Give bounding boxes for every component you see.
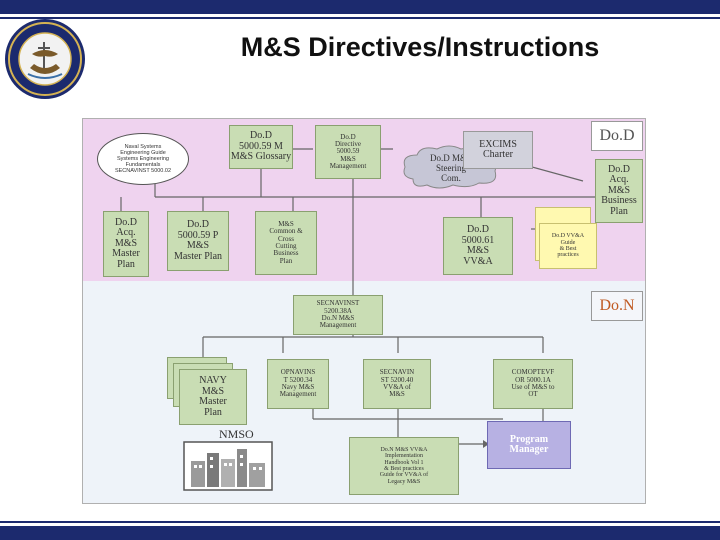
don-tag: Do.N: [591, 291, 643, 321]
dod-5000-61-box: Do.D 5000.61 M&S VV&A: [443, 217, 513, 275]
secnavin-5200-40-box: SECNAVIN ST 5200.40 VV&A of M&S: [363, 359, 431, 409]
bottom-bar: [0, 526, 720, 540]
don-vva-handbook-box: Do.N M&S VV&A Implementation Handbook Vo…: [349, 437, 459, 495]
secnavinst-box: SECNAVINST 5200.38A Do.N M&S Management: [293, 295, 383, 335]
connector-lines: [120, 148, 608, 448]
steering-com-label: Do.D M&S Steering Com.: [429, 153, 472, 183]
navy-seal-icon: [5, 19, 85, 99]
nmso-building-icon: [183, 441, 273, 491]
comoptevf-box: COMOPTEVF OR 5000.1A Use of M&S to OT: [493, 359, 573, 409]
nmso-label: NMSO: [219, 427, 254, 441]
guide-ellipse: Naval Systems Engineering Guide Systems …: [97, 133, 189, 185]
dod-vva-guide-box: Do.D VV&A Guide & Best practices: [539, 223, 597, 269]
dod-acq-master-box: Do.D Acq. M&S Master Plan: [103, 211, 149, 277]
dod-5000-59p-box: Do.D 5000.59 P M&S Master Plan: [167, 211, 229, 271]
dod-5000-59m-box: Do.D 5000.59 M M&S Glossary: [229, 125, 293, 169]
dod-tag: Do.D: [591, 121, 643, 151]
program-manager-box: Program Manager: [487, 421, 571, 469]
directives-diagram: Do.D Do.N Naval Systems Engineering Guid…: [82, 118, 646, 504]
opnavinst-box: OPNAVINS T 5200.34 Navy M&S Management: [267, 359, 329, 409]
dod-acq-business-box: Do.D Acq. M&S Business Plan: [595, 159, 643, 223]
ms-common-box: M&S Common & Cross Cutting Business Plan: [255, 211, 317, 275]
dod-directive-box: Do.D Directive 5000.59 M&S Management: [315, 125, 381, 179]
excims-box: EXCIMS Charter: [463, 131, 533, 169]
navy-master-box: NAVY M&S Master Plan: [179, 369, 247, 425]
top-bar: [0, 0, 720, 14]
page-title: M&S Directives/Instructions: [240, 32, 600, 62]
bottom-rule: [0, 521, 720, 523]
top-rule: [0, 17, 720, 19]
